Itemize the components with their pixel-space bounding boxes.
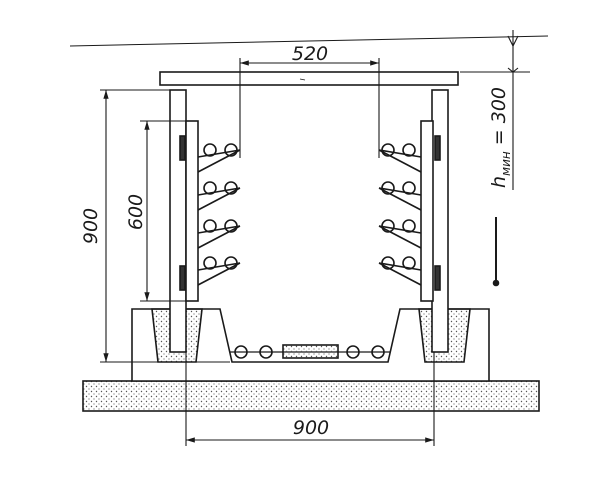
dim-hmin-label: hмин = 300 [488, 87, 513, 188]
right-channel [420, 120, 434, 302]
dim-900-horizontal [185, 352, 435, 446]
left-cable-brackets [197, 143, 241, 286]
left-outer-post [169, 89, 187, 353]
left-channel [185, 120, 199, 302]
floor-cables [230, 344, 390, 359]
pin-symbol [492, 217, 500, 287]
dim-hmin [460, 30, 530, 190]
dim-900-vertical-label: 900 [80, 208, 102, 244]
dim-600-vertical-label: 600 [125, 194, 147, 230]
base-slab [82, 380, 540, 412]
dim-520 [239, 58, 380, 158]
right-outer-post [431, 89, 449, 353]
ground-level-line [69, 35, 549, 47]
dim-900-horizontal-label: 900 [293, 417, 329, 439]
dim-900-vertical [100, 89, 230, 363]
dim-600-vertical [140, 120, 188, 302]
right-cable-brackets [378, 143, 422, 286]
dim-520-label: 520 [292, 43, 328, 65]
top-cover-slab [159, 71, 459, 86]
